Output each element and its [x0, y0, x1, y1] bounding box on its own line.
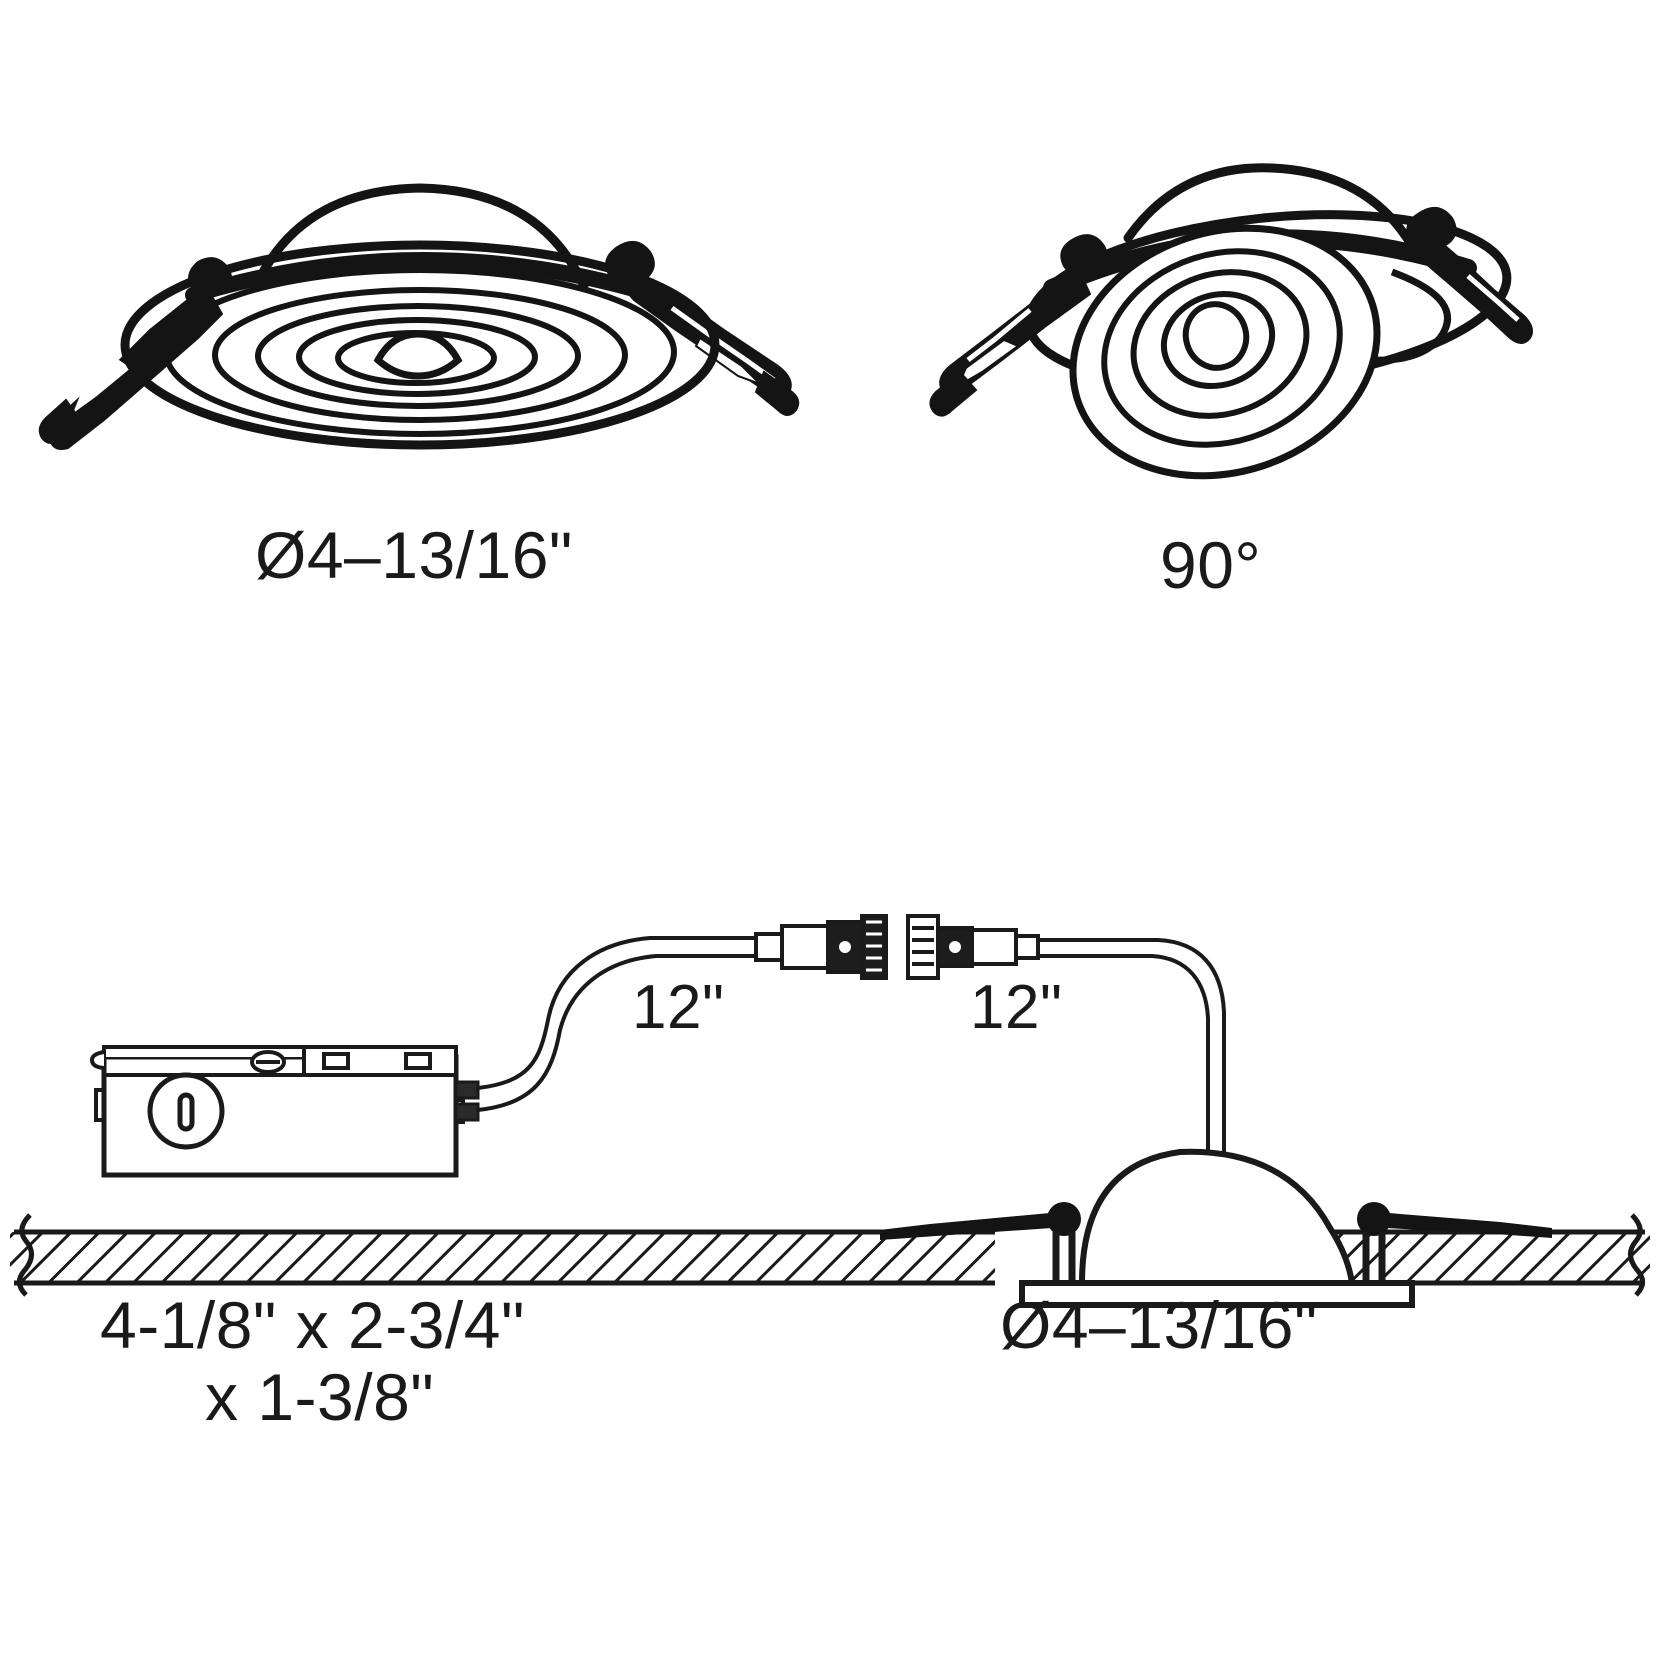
- tilted-reflector-ring-1: [1101, 248, 1343, 448]
- gimbal-housing-dome: [1123, 163, 1417, 251]
- break-line-right: [1628, 1213, 1645, 1297]
- fixture-clip-left: [880, 1202, 1081, 1283]
- tilted-led-lens: [1182, 301, 1250, 371]
- gimbal-collar-band: [1043, 229, 1477, 297]
- break-line-left: [17, 1213, 34, 1297]
- recessed-fixture-section: [880, 1148, 1552, 1308]
- trim-ring-inner: [163, 267, 677, 437]
- label-driver-size-line1: 4-1/8" x 2-3/4": [100, 1288, 525, 1362]
- gimbal-trim-right-arc: [1371, 268, 1452, 364]
- fixture-housing-dome: [1079, 1148, 1355, 1284]
- gimbal-trim-outer: [1024, 210, 1512, 390]
- tilted-reflector-outer: [1069, 224, 1381, 480]
- tilted-reflector-ring-2: [1130, 269, 1310, 419]
- label-aperture-top: Ø4–13/16": [255, 518, 573, 592]
- led-lens: [373, 330, 463, 380]
- gimbal-spring-clip-right: [1406, 207, 1533, 344]
- trim-ring-outer: [120, 240, 720, 450]
- reflector-ring-3: [296, 317, 538, 397]
- connector-male: [754, 914, 888, 980]
- spring-clip-right: [605, 241, 800, 416]
- tilted-reflector-ring-3: [1160, 290, 1276, 390]
- driver-cable-gland-2: [454, 1102, 480, 1122]
- view-tilted-gimbal: [929, 163, 1533, 480]
- driver-box: [89, 1045, 480, 1178]
- label-driver-size-line2: x 1-3/8": [205, 1360, 435, 1434]
- driver-knockout-2: [404, 1052, 432, 1070]
- driver-screw-boss: [250, 1050, 286, 1074]
- label-aperture-bottom: Ø4–13/16": [1000, 1288, 1318, 1362]
- driver-knockout-1: [322, 1052, 350, 1070]
- label-driver-lead-length: 12": [632, 973, 725, 1042]
- label-fixture-lead-length: 12": [970, 973, 1063, 1042]
- ceiling-slab-right: [1300, 1232, 1650, 1284]
- connector-female: [906, 914, 1040, 980]
- reflector-ring-1: [212, 287, 628, 423]
- reflector-ring-4: [335, 330, 497, 386]
- view-ceiling-section: [10, 914, 1650, 1308]
- driver-keyhole-slot: [177, 1092, 195, 1132]
- driver-keyhole-circle: [147, 1072, 225, 1150]
- label-tilt-angle: 90°: [1160, 528, 1262, 602]
- spring-clip-left: [38, 257, 232, 450]
- fixture-lead-cable: [1038, 938, 1226, 1168]
- housing-collar-band: [185, 252, 656, 303]
- housing-dome-outline: [251, 183, 589, 291]
- fixture-clip-right: [1357, 1202, 1552, 1283]
- driver-cable-gland-1: [454, 1080, 480, 1100]
- gimbal-spring-clip-left: [929, 234, 1108, 417]
- reflector-ring-2: [255, 303, 581, 409]
- ceiling-slab-left: [10, 1232, 995, 1284]
- view-perspective-downlight: [38, 183, 800, 450]
